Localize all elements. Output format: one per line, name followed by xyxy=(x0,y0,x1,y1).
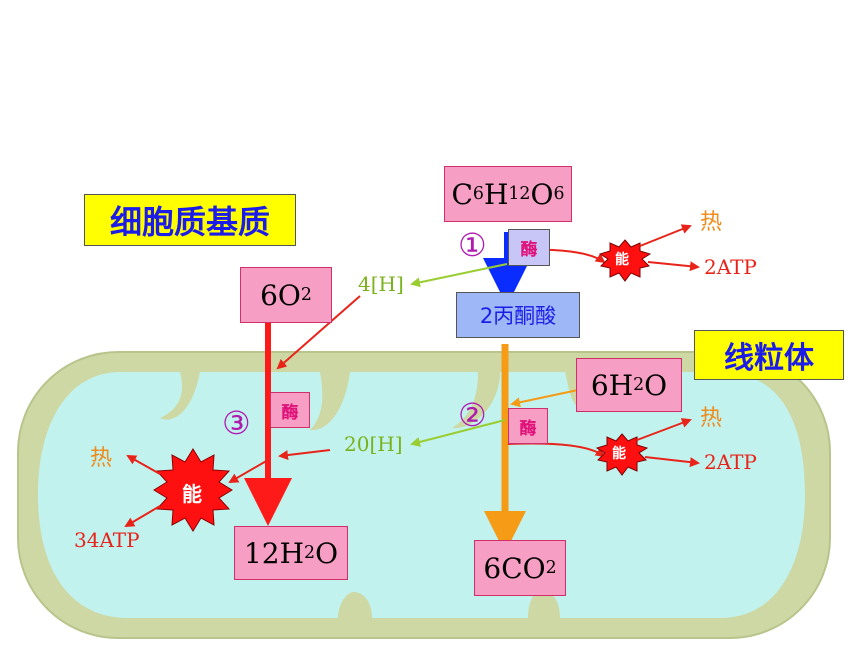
stage3-heat-arrow xyxy=(126,455,161,475)
heat-1-label: 热 xyxy=(700,210,723,235)
heat-2-label: 热 xyxy=(700,406,723,431)
enzyme-2-box: 酶 xyxy=(508,408,548,444)
h20-arrow xyxy=(410,419,506,447)
step-2-marker: ② xyxy=(458,396,487,434)
energy-star-2 xyxy=(595,433,649,476)
enzyme-1-box: 酶 xyxy=(508,229,550,266)
mitochondrion-matrix xyxy=(38,372,805,618)
heat-3-label: 热 xyxy=(90,446,113,471)
energy-1-label: 能 xyxy=(615,252,629,268)
atp-2-label: 2ATP xyxy=(704,450,757,474)
energy-star-1 xyxy=(598,239,652,282)
h4-label: 4[H] xyxy=(358,272,404,296)
oxidative-to-energy-arrow xyxy=(228,459,269,484)
energy-star-3 xyxy=(153,448,233,532)
mitochondria-label: 线粒体 xyxy=(694,330,844,380)
step-1-marker: ① xyxy=(458,226,487,264)
atp-3-label: 34ATP xyxy=(74,528,140,552)
stage2-atp-arrow xyxy=(644,456,700,468)
stage1-atp-arrow xyxy=(647,261,700,272)
h4-arrow xyxy=(410,263,508,288)
stage2-heat-arrow xyxy=(636,418,692,441)
pyruvate-box: 2丙酮酸 xyxy=(456,292,580,338)
water-in-arrow xyxy=(510,389,579,408)
stage3-atp-arrow xyxy=(124,505,161,528)
atp-1-label: 2ATP xyxy=(704,255,757,279)
step-3-marker: ③ xyxy=(222,404,251,442)
enzyme-3-box: 酶 xyxy=(270,392,310,428)
h20-to-oxygen-arrow xyxy=(278,449,331,461)
h20-label: 20[H] xyxy=(344,432,403,456)
stage1-heat-arrow xyxy=(639,224,692,247)
energy-2-label: 能 xyxy=(612,446,626,462)
cytoplasm-label: 细胞质基质 xyxy=(84,194,296,246)
energy-3-label: 能 xyxy=(182,482,202,506)
h4-to-oxygen-arrow xyxy=(276,295,361,370)
